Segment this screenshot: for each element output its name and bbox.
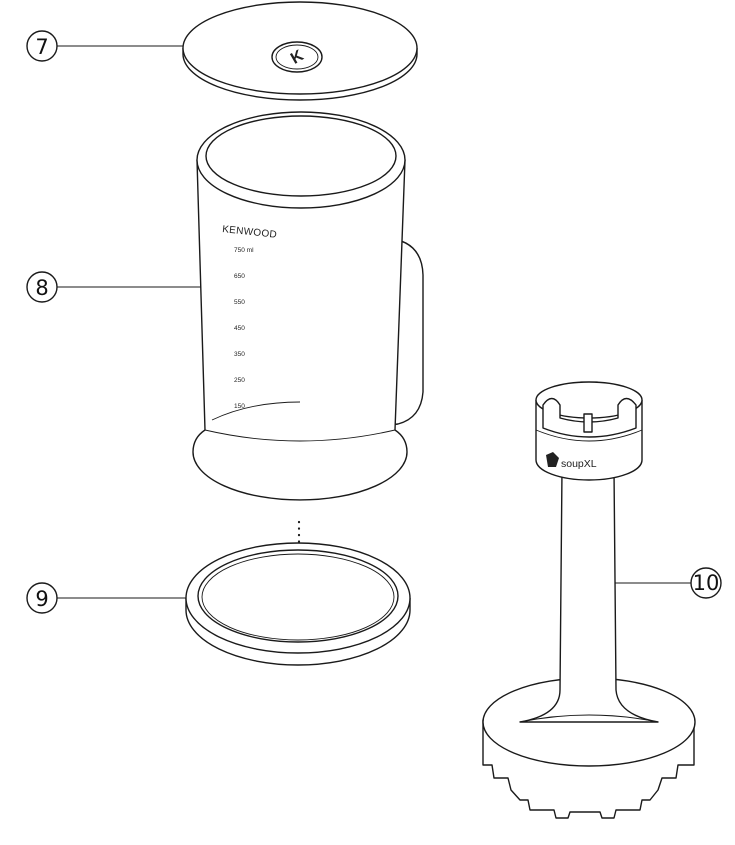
graduation-550: 550	[234, 299, 245, 306]
callout-7-number: 7	[35, 35, 48, 59]
callout-10: 10	[612, 567, 722, 599]
callout-10-number: 10	[693, 571, 720, 595]
ring-top	[185, 542, 411, 654]
lid-logo-inner	[275, 44, 319, 70]
lid-top	[182, 1, 418, 95]
graduation-250: 250	[234, 377, 245, 384]
beaker: KENWOOD 750 ml 650 550 450 350 250 150	[192, 111, 424, 501]
lid: K	[182, 1, 418, 101]
lid-logo-outer	[271, 41, 323, 73]
shaft-foot-seam	[519, 714, 659, 723]
soupxl-badge: soupXL	[546, 452, 597, 470]
callout-9: 9	[26, 582, 186, 614]
callout-7: 7	[26, 30, 183, 62]
shaft-drive-pin	[583, 413, 593, 433]
graduation-150: 150	[234, 403, 245, 410]
graduation-350: 350	[234, 351, 245, 358]
beaker-body	[192, 159, 408, 501]
graduation-450: 450	[234, 325, 245, 332]
soupxl-logo-icon	[546, 452, 559, 467]
callout-9-number: 9	[35, 587, 48, 611]
base-ring	[185, 542, 411, 666]
callout-8-number: 8	[35, 276, 48, 300]
callout-8: 8	[26, 271, 205, 303]
beaker-rim-inner	[205, 115, 397, 197]
beaker-base-seam	[204, 429, 396, 442]
shaft-coupling	[542, 397, 637, 438]
soup-shaft: soupXL	[482, 381, 696, 819]
graduation-750: 750 ml	[234, 247, 254, 254]
soupxl-label: soupXL	[561, 458, 597, 470]
beaker-liquid-line	[211, 401, 301, 421]
beaker-rim-outer	[196, 111, 406, 209]
ring-inner-edge	[197, 549, 399, 643]
ring-groove	[201, 553, 395, 641]
graduation-650: 650	[234, 273, 245, 280]
callout-10-circle	[690, 567, 722, 599]
shaft-head-seam	[535, 429, 643, 442]
